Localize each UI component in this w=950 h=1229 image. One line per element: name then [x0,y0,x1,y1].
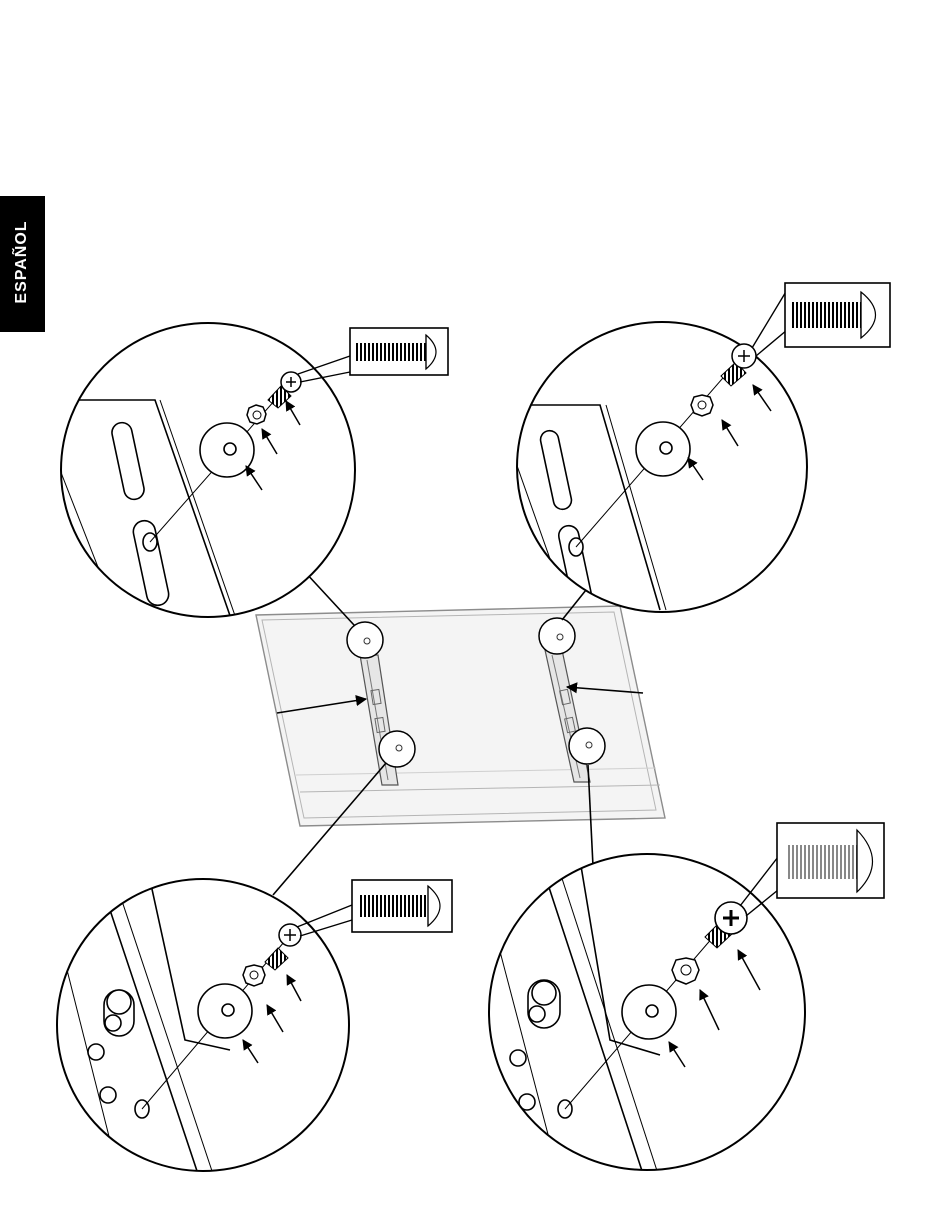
zoom-ring-bottom-right [569,728,605,764]
zoom-ring-bottom-left [379,731,415,767]
screw-inset-top-right [785,283,890,347]
detail-bottom-left [57,879,352,1180]
screw-inset-bottom-right [777,823,884,898]
screw-inset-bottom-left [352,880,452,932]
detail-bottom-right [489,854,805,1180]
tv-panel [256,606,665,826]
screw-inset-top-left [350,328,448,375]
zoom-ring-top-left [347,622,383,658]
